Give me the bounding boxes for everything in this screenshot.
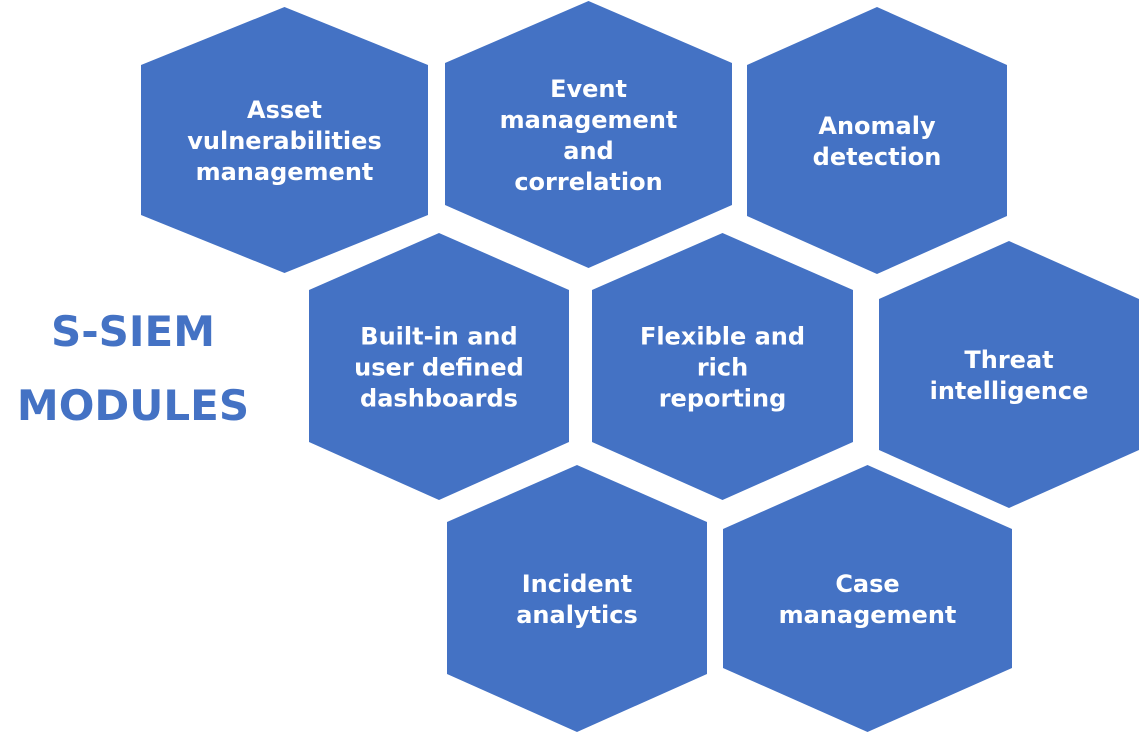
module-label-line: and <box>563 137 613 165</box>
module-label-line: management <box>196 158 374 186</box>
module-asset-vulnerabilities-management: Asset vulnerabilities management <box>141 7 428 273</box>
hexagon-shape <box>445 1 732 268</box>
module-hexagons: Asset vulnerabilities management Event manag… <box>141 1 1139 732</box>
module-flexible-and-rich-reporting: Flexible and rich reporting <box>592 233 853 500</box>
hexagon-shape <box>879 241 1139 508</box>
module-event-management-and-correlation: Event management and correlation <box>445 1 732 268</box>
module-case-management: Case management <box>723 465 1012 732</box>
module-label-line: management <box>779 601 957 629</box>
hexagon-shape <box>723 465 1012 732</box>
module-label-line: dashboards <box>360 385 518 413</box>
module-built-in-and-user-defined-dashboards: Built-in and user defined dashboards <box>309 233 569 500</box>
module-label-line: user defined <box>354 354 524 382</box>
module-label-line: Anomaly <box>818 112 936 140</box>
module-label-line: Incident <box>522 570 632 598</box>
module-label-line: Flexible and <box>640 323 805 351</box>
module-label-line: Threat <box>964 346 1053 374</box>
module-label-line: Event <box>550 75 627 103</box>
title-line-1: S-SIEM <box>51 307 215 356</box>
module-label-line: vulnerabilities <box>187 127 381 155</box>
module-label-line: management <box>500 106 678 134</box>
hexagon-shape <box>309 233 569 500</box>
hexagon-shape <box>592 233 853 500</box>
module-label-line: rich <box>697 354 748 382</box>
module-label-line: correlation <box>514 168 662 196</box>
module-label-line: Built-in and <box>360 323 517 351</box>
module-label-line: intelligence <box>930 377 1089 405</box>
module-label-line: reporting <box>659 385 787 413</box>
module-label-line: analytics <box>516 601 638 629</box>
module-label-line: Asset <box>247 96 322 124</box>
module-anomaly-detection: Anomaly detection <box>747 7 1007 274</box>
hexagon-shape <box>141 7 428 273</box>
module-incident-analytics: Incident analytics <box>447 465 707 732</box>
diagram-title: S-SIEM MODULES <box>17 307 249 430</box>
hexagon-shape <box>447 465 707 732</box>
module-label-line: Case <box>835 570 899 598</box>
hexagon-shape <box>747 7 1007 274</box>
title-line-2: MODULES <box>17 381 249 430</box>
module-threat-intelligence: Threat intelligence <box>879 241 1139 508</box>
module-label-line: detection <box>813 143 942 171</box>
